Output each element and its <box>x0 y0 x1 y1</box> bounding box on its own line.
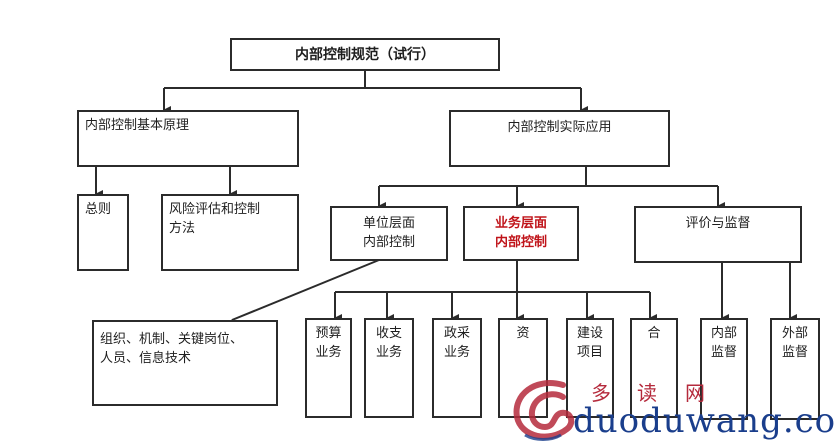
business-item-line1: 合 <box>647 326 661 341</box>
business-level-node: 业务层面 内部控制 <box>463 206 579 261</box>
evaluation-node: 评价与监督 <box>634 206 802 263</box>
watermark-domain: duoduwang.com <box>573 401 834 441</box>
application-node: 内部控制实际应用 <box>449 110 670 167</box>
external-supervision-line1: 外部 <box>781 326 808 341</box>
risk-method-line2: 方法 <box>169 221 196 236</box>
internal-supervision-line1: 内部 <box>710 326 737 341</box>
general-node: 总则 <box>77 194 129 271</box>
unit-level-node: 单位层面 内部控制 <box>330 206 448 261</box>
risk-method-line1: 风险评估和控制 <box>169 202 261 217</box>
risk-method-node: 风险评估和控制 方法 <box>161 194 299 271</box>
watermark-swirl-icon <box>513 380 575 441</box>
business-item-construction: 建设 项目 <box>566 318 614 418</box>
business-item-line1: 政采 <box>443 326 470 341</box>
unit-detail-line1: 组织、机制、关键岗位、 <box>100 332 244 347</box>
business-item-line1: 资 <box>516 326 530 341</box>
application-label: 内部控制实际应用 <box>507 120 612 135</box>
business-item-line1: 建设 <box>576 326 603 341</box>
business-level-line2: 内部控制 <box>494 235 547 250</box>
principles-node: 内部控制基本原理 <box>77 110 299 167</box>
external-supervision-node: 外部 监督 <box>770 318 820 420</box>
unit-level-line1: 单位层面 <box>362 216 415 231</box>
business-item-line2: 业务 <box>375 345 402 360</box>
business-item-line2: 项目 <box>576 345 603 360</box>
business-item-line2: 业务 <box>443 345 470 360</box>
general-label: 总则 <box>85 202 112 217</box>
watermark-char-1: 多 <box>591 381 611 405</box>
business-item-line1: 收支 <box>375 326 402 341</box>
root-node: 内部控制规范（试行） <box>230 38 500 71</box>
evaluation-label: 评价与监督 <box>685 216 751 231</box>
arrow-to-unit-detail <box>230 259 380 328</box>
watermark: 多 读 网 duoduwang.com <box>505 375 834 446</box>
business-item-revenue: 收支 业务 <box>364 318 414 418</box>
principles-label: 内部控制基本原理 <box>85 118 190 133</box>
business-item-line2: 业务 <box>315 345 342 360</box>
business-item-contract: 合 <box>630 318 678 418</box>
business-level-line1: 业务层面 <box>494 216 547 231</box>
unit-detail-line2: 人员、信息技术 <box>100 351 192 366</box>
watermark-char-2: 读 <box>637 381 657 405</box>
watermark-char-3: 网 <box>685 381 705 405</box>
external-supervision-line2: 监督 <box>781 345 808 360</box>
internal-supervision-node: 内部 监督 <box>700 318 748 420</box>
business-item-procurement: 政采 业务 <box>432 318 482 418</box>
unit-detail-node: 组织、机制、关键岗位、 人员、信息技术 <box>92 320 278 406</box>
root-label: 内部控制规范（试行） <box>295 47 435 63</box>
internal-supervision-line2: 监督 <box>710 345 737 360</box>
business-item-budget: 预算 业务 <box>305 318 352 418</box>
business-item-line1: 预算 <box>315 326 342 341</box>
unit-level-line2: 内部控制 <box>362 235 415 250</box>
